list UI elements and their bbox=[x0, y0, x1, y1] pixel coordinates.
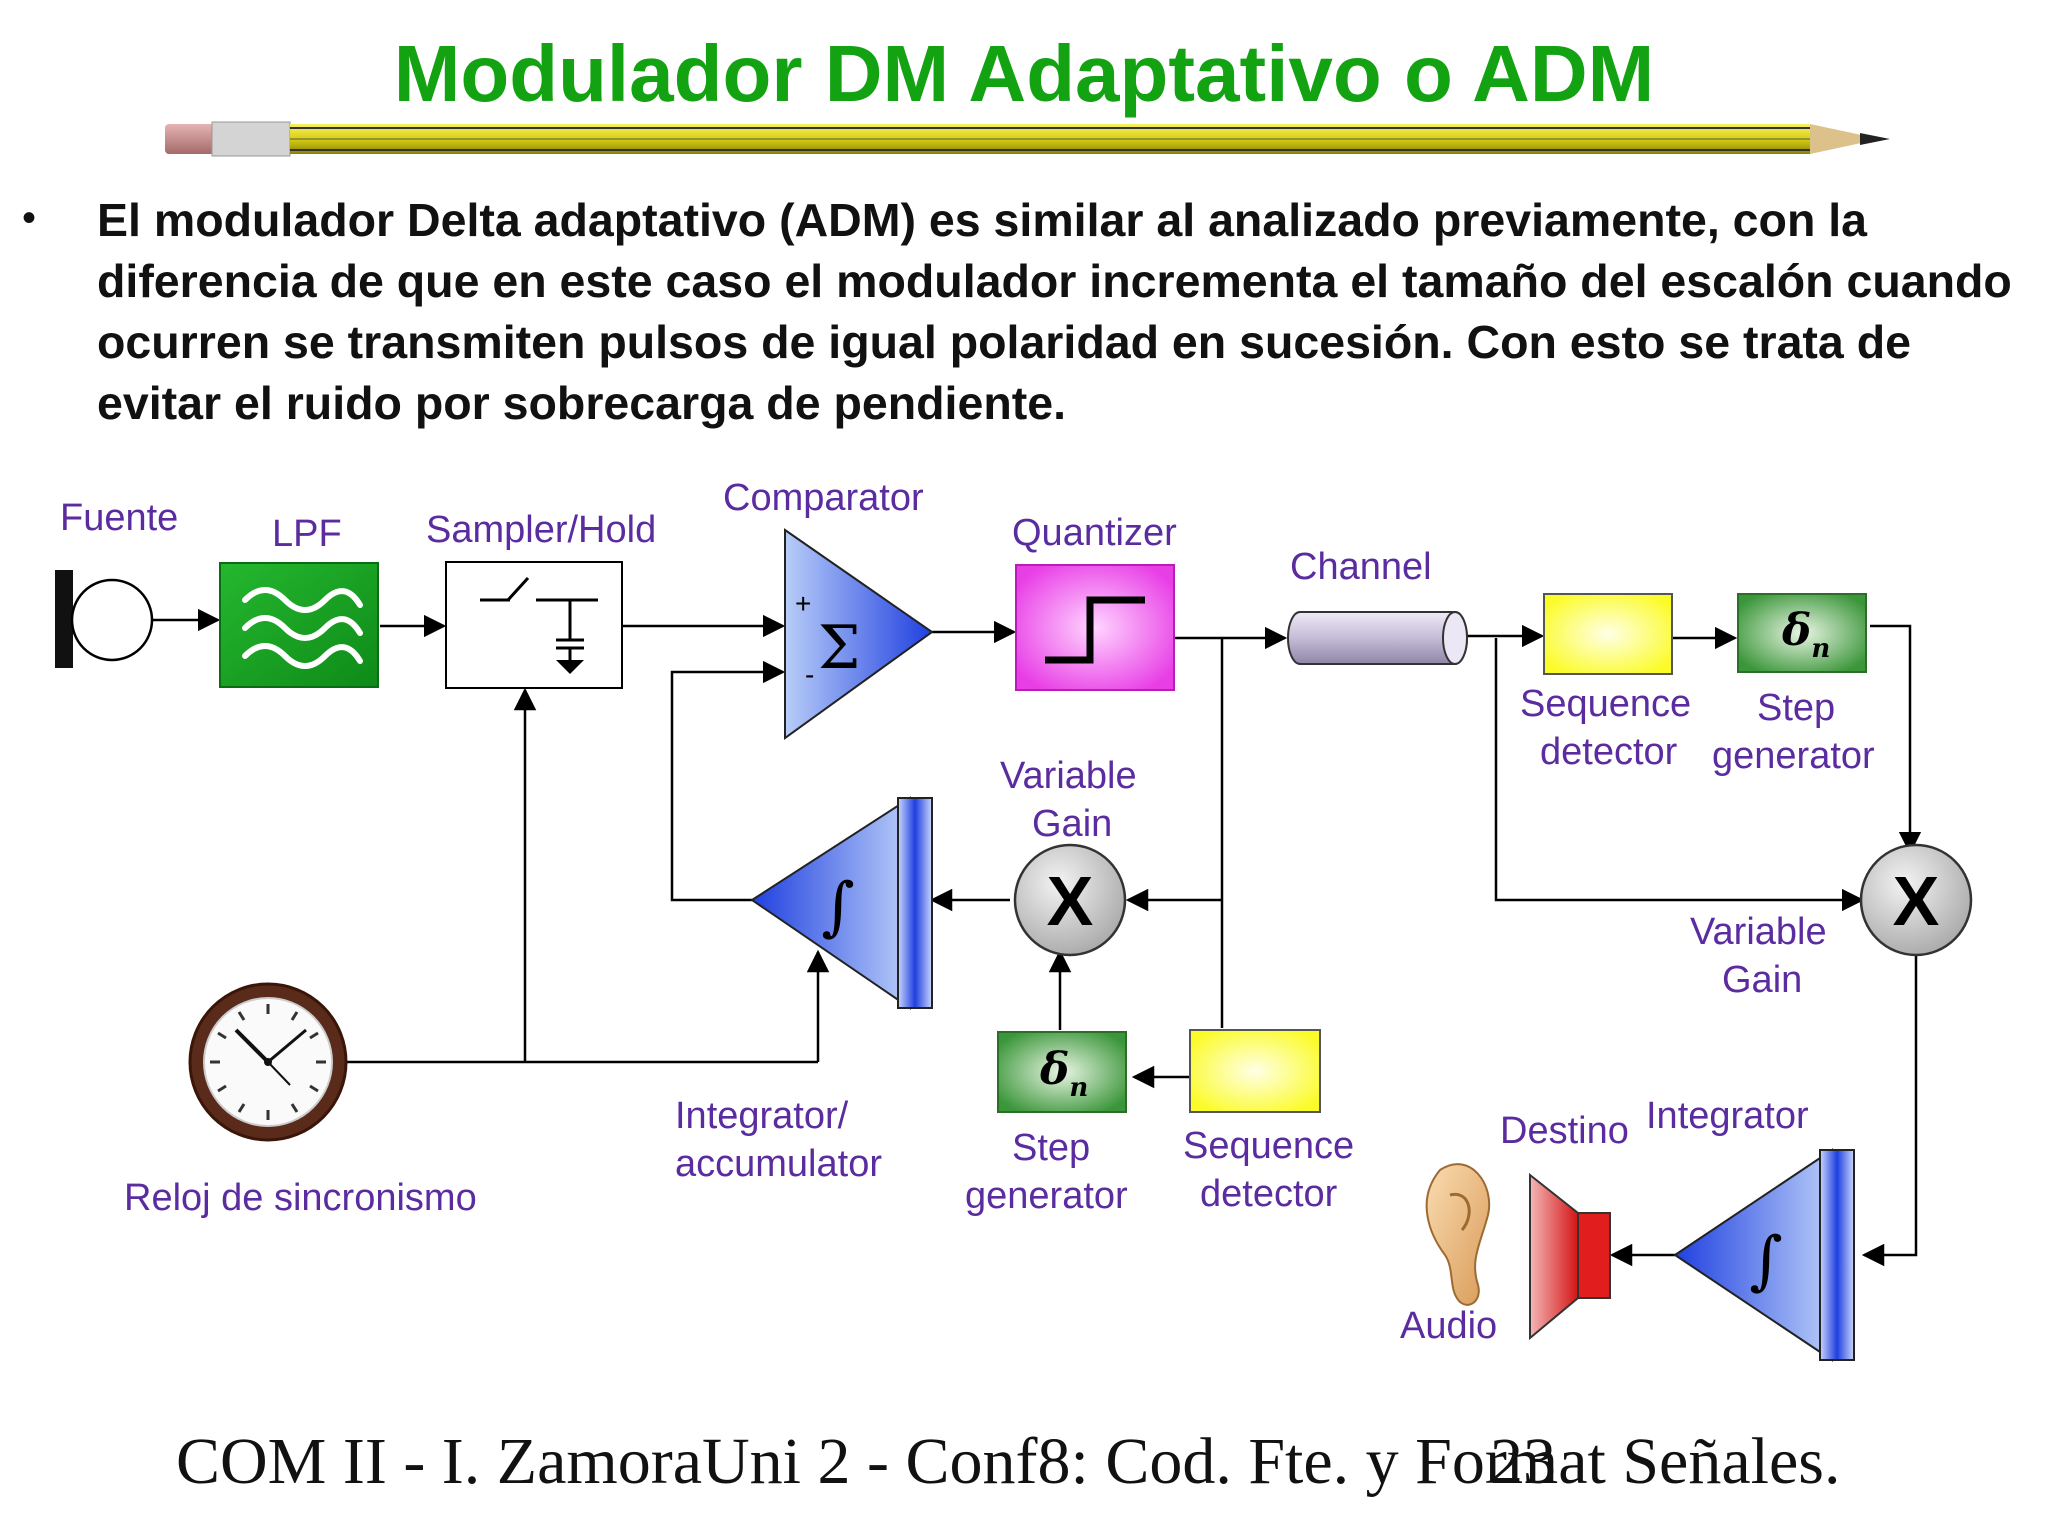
svg-text:X: X bbox=[1047, 862, 1094, 940]
comparator-plus: + bbox=[795, 588, 811, 619]
channel-block bbox=[1287, 611, 1468, 665]
label-destino: Destino bbox=[1500, 1110, 1629, 1152]
ear-icon bbox=[1425, 1163, 1491, 1306]
label-step-gen-rx-1: Step bbox=[1757, 687, 1835, 729]
variable-gain-rx-multiplier: X bbox=[1859, 843, 1973, 957]
quantizer-block bbox=[1015, 564, 1175, 691]
label-seq-detector-tx-1: Sequence bbox=[1183, 1125, 1354, 1167]
label-seq-detector-tx-2: detector bbox=[1200, 1173, 1338, 1215]
seq-detector-tx-block bbox=[1189, 1029, 1321, 1113]
slide-title: Modulador DM Adaptativo o ADM bbox=[393, 29, 1655, 118]
clock-icon bbox=[188, 982, 348, 1142]
label-channel: Channel bbox=[1290, 546, 1432, 588]
slide-footer: COM II - I. ZamoraUni 2 - Conf8: Cod. Ft… bbox=[176, 1425, 1841, 1498]
label-seq-detector-rx-1: Sequence bbox=[1520, 683, 1691, 725]
seq-detector-rx-block bbox=[1543, 593, 1673, 675]
sigma-symbol: Σ bbox=[818, 613, 860, 683]
variable-gain-tx-multiplier: X bbox=[1013, 843, 1127, 957]
label-step-gen-tx-1: Step bbox=[1012, 1127, 1090, 1169]
page-number: 23 bbox=[1490, 1425, 1556, 1498]
label-reloj: Reloj de sincronismo bbox=[124, 1177, 477, 1219]
integrator-rx-block: ∫ bbox=[1673, 1148, 1855, 1362]
integrator-accumulator-block: ∫ bbox=[750, 796, 933, 1010]
label-integrator-rx: Integrator bbox=[1646, 1095, 1809, 1137]
label-integrator-acc-2: accumulator bbox=[675, 1143, 882, 1185]
lpf-block bbox=[219, 562, 379, 688]
label-fuente: Fuente bbox=[60, 497, 178, 539]
label-quantizer: Quantizer bbox=[1012, 512, 1177, 554]
step-generator-rx-block: δn bbox=[1737, 593, 1867, 673]
label-comparator: Comparator bbox=[723, 477, 924, 519]
microphone-icon bbox=[55, 570, 154, 668]
svg-text:δn: δn bbox=[1039, 1044, 1088, 1103]
label-seq-detector-rx-2: detector bbox=[1540, 731, 1678, 773]
label-var-gain-tx-2: Gain bbox=[1032, 803, 1112, 845]
label-sampler: Sampler/Hold bbox=[426, 509, 656, 551]
bullet-marker: • bbox=[22, 196, 37, 240]
label-audio: Audio bbox=[1400, 1305, 1497, 1347]
label-step-gen-tx-2: generator bbox=[965, 1175, 1128, 1217]
svg-text:δn: δn bbox=[1781, 605, 1830, 664]
svg-text:∫: ∫ bbox=[821, 870, 854, 944]
svg-text:X: X bbox=[1893, 862, 1940, 940]
label-var-gain-rx-1: Variable bbox=[1690, 911, 1827, 953]
label-step-gen-rx-2: generator bbox=[1712, 735, 1875, 777]
label-integrator-acc-1: Integrator/ bbox=[675, 1095, 849, 1137]
comparator-block: + - Σ bbox=[784, 528, 934, 740]
label-lpf: LPF bbox=[272, 513, 342, 555]
step-generator-tx-block: δn bbox=[997, 1031, 1127, 1113]
svg-text:∫: ∫ bbox=[1749, 1224, 1782, 1298]
speaker-icon bbox=[1529, 1172, 1611, 1341]
label-var-gain-tx-1: Variable bbox=[1000, 755, 1137, 797]
adm-block-diagram: Fuente LPF Sampler/Hold Comparator Quant… bbox=[55, 477, 1973, 1362]
sampler-hold-block bbox=[445, 561, 623, 689]
label-var-gain-rx-2: Gain bbox=[1722, 959, 1802, 1001]
pencil-icon bbox=[165, 121, 1890, 157]
bullet-paragraph: El modulador Delta adaptativo (ADM) es s… bbox=[97, 194, 2012, 429]
comparator-minus: - bbox=[805, 659, 814, 690]
